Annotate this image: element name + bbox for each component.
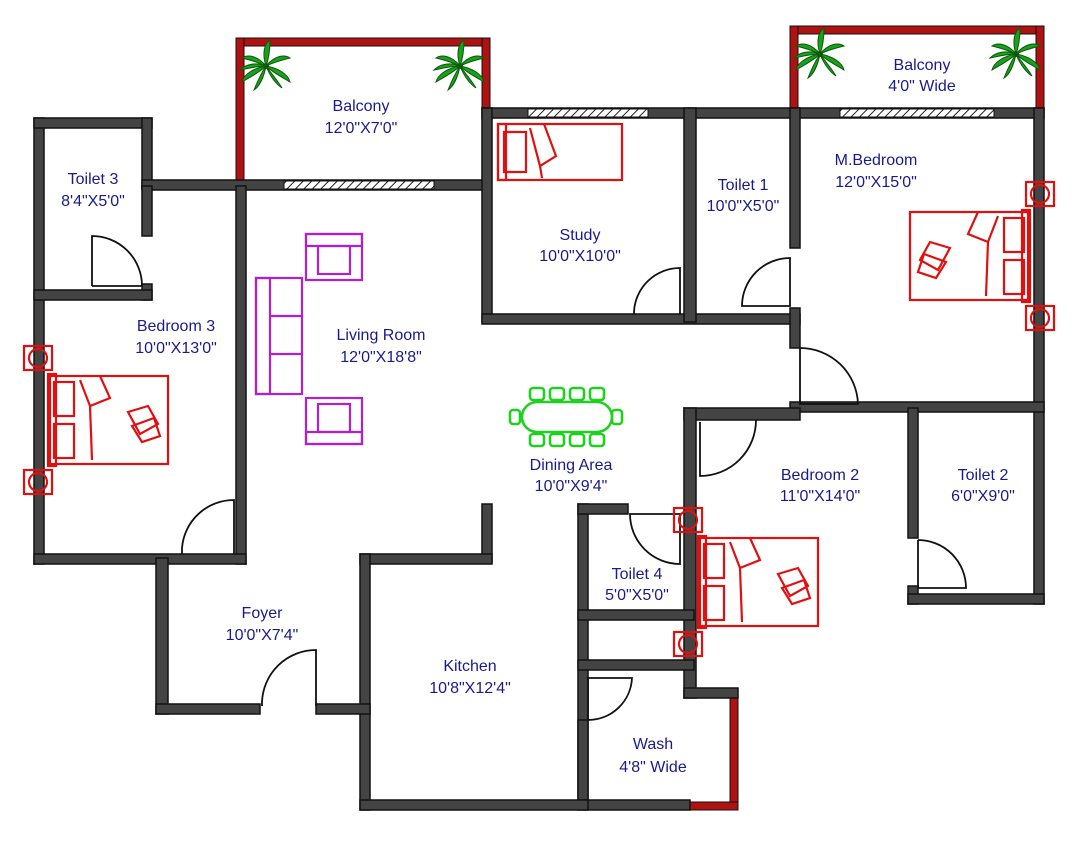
room-size: 6'0"X9'0" xyxy=(951,488,1015,505)
window-living xyxy=(283,180,435,190)
room-size: 10'0"X13'0" xyxy=(135,340,217,357)
room-toilet-3: Toilet 3 8'4"X5'0" xyxy=(61,171,125,210)
room-name: Toilet 2 xyxy=(958,467,1009,484)
door-swing-icon xyxy=(181,499,235,554)
door-swing-icon xyxy=(91,235,143,287)
plant-icon xyxy=(433,39,485,91)
room-balcony-left: Balcony 12'0"X7'0" xyxy=(325,98,398,137)
room-m-bedroom: M.Bedroom 12'0"X15'0" xyxy=(835,152,918,191)
room-foyer: Foyer 10'0"X7'4" xyxy=(226,605,299,644)
room-size: 12'0"X18'8" xyxy=(340,349,422,366)
armchair-icon xyxy=(304,232,364,282)
plant-icon xyxy=(989,27,1041,79)
room-name: Dining Area xyxy=(530,457,613,474)
door-swing-icon xyxy=(917,539,967,589)
room-size: 4'8" Wide xyxy=(619,759,687,776)
room-toilet-4: Toilet 4 5'0"X5'0" xyxy=(605,566,669,604)
room-study: Study 10'0"X10'0" xyxy=(539,227,621,265)
door-swing-icon xyxy=(699,419,757,477)
door-swing-icon xyxy=(587,677,633,721)
room-name: Toilet 1 xyxy=(718,177,769,194)
room-toilet-2: Toilet 2 6'0"X9'0" xyxy=(951,467,1015,505)
room-wash: Wash 4'8" Wide xyxy=(619,736,687,776)
room-size: 10'0"X10'0" xyxy=(539,248,621,265)
room-name: Balcony xyxy=(333,98,390,115)
bed-icon xyxy=(496,122,624,182)
room-name: Kitchen xyxy=(443,658,496,675)
room-balcony-right: Balcony 4'0" Wide xyxy=(888,57,956,95)
room-size: 10'0"X9'4" xyxy=(535,478,608,495)
room-name: Wash xyxy=(633,736,673,753)
room-name: Living Room xyxy=(337,327,426,344)
room-size: 10'8"X12'4" xyxy=(429,680,511,697)
room-size: 10'0"X5'0" xyxy=(707,198,780,215)
window-study xyxy=(527,108,649,118)
room-size: 12'0"X15'0" xyxy=(835,174,917,191)
room-name: Bedroom 3 xyxy=(137,318,215,335)
room-dining: Dining Area 10'0"X9'4" xyxy=(530,457,613,495)
sofa-icon xyxy=(254,276,304,396)
room-size: 8'4"X5'0" xyxy=(61,193,125,210)
room-size: 12'0"X7'0" xyxy=(325,120,398,137)
window-mbedroom xyxy=(839,108,995,118)
room-name: Toilet 4 xyxy=(612,566,663,583)
armchair-icon xyxy=(304,396,364,446)
wash-railing xyxy=(687,697,739,811)
room-name: Foyer xyxy=(242,605,284,622)
room-name: Toilet 3 xyxy=(68,171,119,188)
door-swing-icon xyxy=(741,257,791,307)
room-size: 11'0"X14'0" xyxy=(780,488,860,505)
door-swing-icon xyxy=(799,347,859,405)
room-bedroom-3: Bedroom 3 10'0"X13'0" xyxy=(135,318,217,357)
room-size: 4'0" Wide xyxy=(888,78,956,95)
plant-icon xyxy=(239,39,291,91)
room-kitchen: Kitchen 10'8"X12'4" xyxy=(429,658,511,697)
room-name: Balcony xyxy=(894,57,951,74)
room-name: M.Bedroom xyxy=(835,152,918,169)
door-swing-icon xyxy=(261,649,317,706)
door-swing-icon xyxy=(633,267,681,314)
room-name: Bedroom 2 xyxy=(781,467,859,484)
dining-table-icon xyxy=(508,386,624,448)
room-toilet-1: Toilet 1 10'0"X5'0" xyxy=(707,177,780,215)
walls xyxy=(33,107,1045,811)
room-size: 10'0"X7'4" xyxy=(226,627,299,644)
plant-icon xyxy=(793,27,845,79)
room-name: Study xyxy=(560,227,601,244)
bed-icon xyxy=(22,344,170,496)
bed-icon xyxy=(908,180,1056,332)
door-swing-icon xyxy=(629,513,681,565)
room-bedroom-2: Bedroom 2 11'0"X14'0" xyxy=(780,467,860,505)
room-living: Living Room 12'0"X18'8" xyxy=(337,327,426,366)
room-size: 5'0"X5'0" xyxy=(605,587,669,604)
